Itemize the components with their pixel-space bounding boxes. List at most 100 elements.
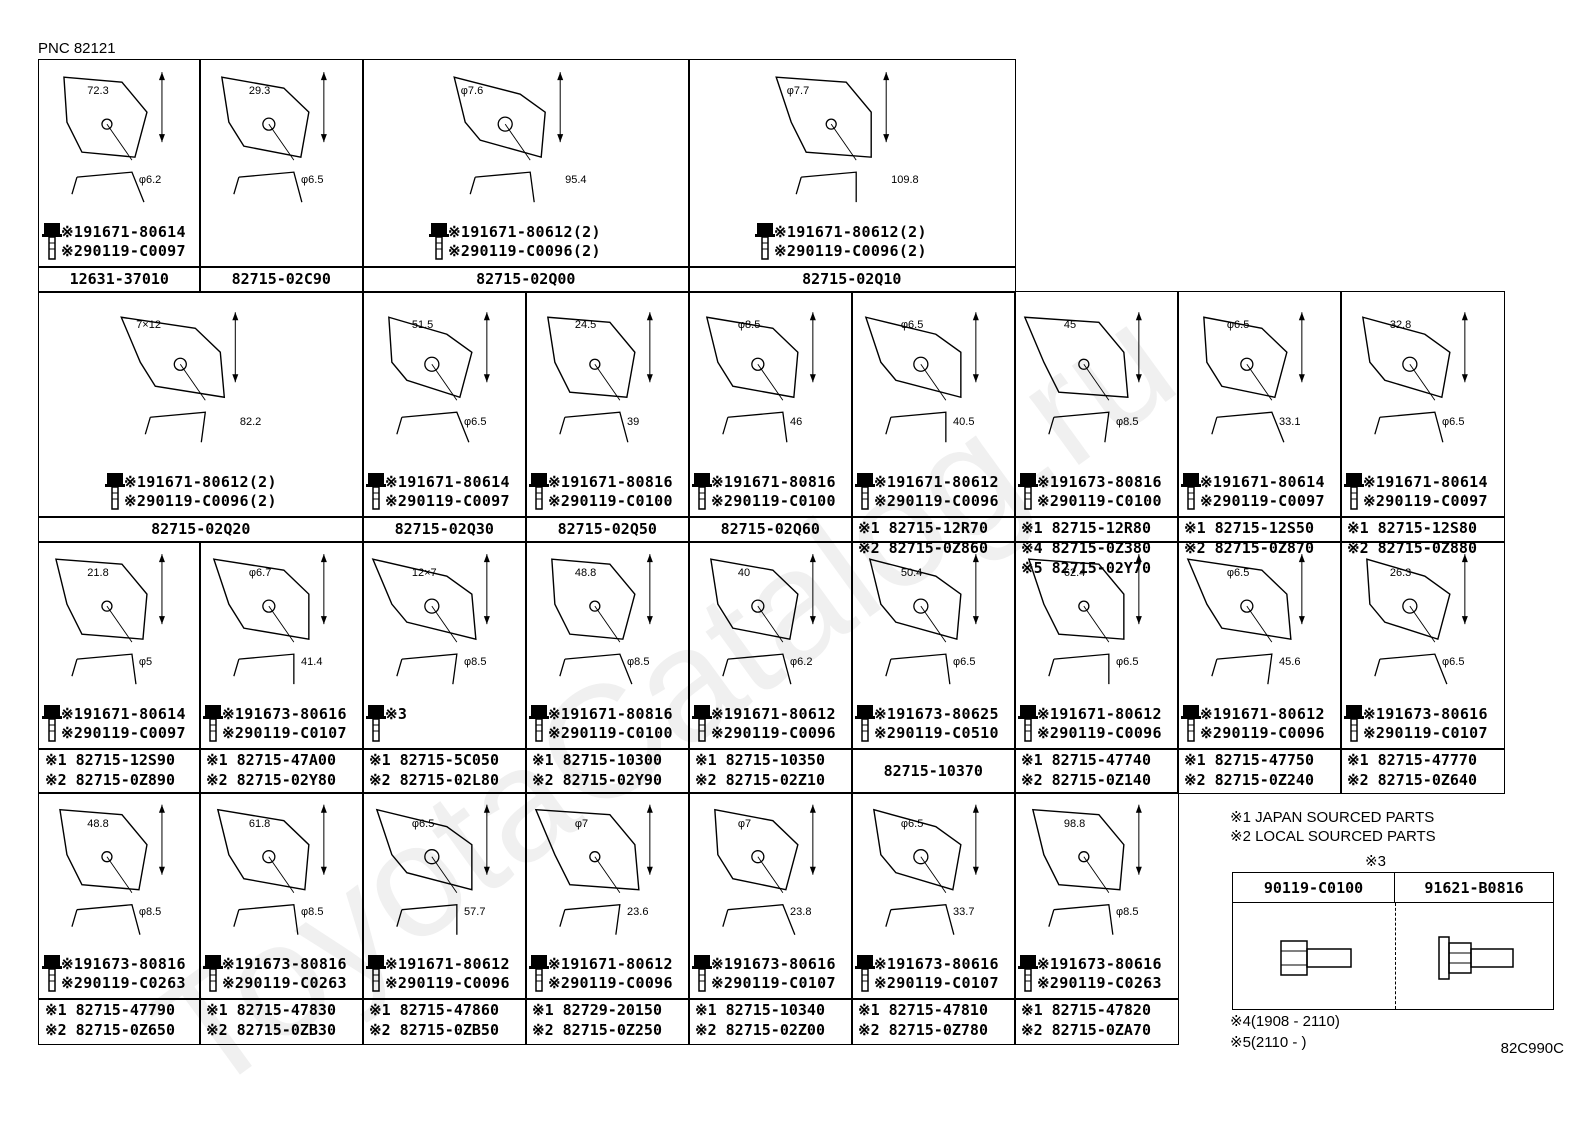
note-local: ※2 LOCAL SOURCED PARTS [1230, 828, 1436, 845]
bolt-part-number-1: ※191671-80816 [548, 705, 673, 723]
bolt-icon [692, 473, 712, 510]
bolt-icon [105, 473, 125, 510]
part-number-box: ※1 82715-47A00※2 82715-02Y80 [199, 748, 364, 794]
bolt-icon [855, 705, 875, 742]
part-number-box: 82715-02Q10 [688, 266, 1016, 293]
part-number-2: ※2 82715-02Z00 [695, 1021, 825, 1039]
part-number-1: ※1 82715-47820 [1021, 1001, 1151, 1019]
bolt-part-number-2: ※290119-C0096 [711, 724, 836, 742]
dimension-label: 109.8 [891, 173, 919, 186]
dimension-label: φ6.5 [953, 655, 976, 668]
dimension-label: φ6.5 [464, 415, 487, 428]
bolt-part-number-2: ※290119-C0096 [874, 492, 999, 510]
dimension-label: 82.2 [239, 415, 262, 428]
part-number-box: ※1 82715-10300※2 82715-02Y90 [525, 748, 690, 794]
dimension-label: 12×7 [411, 566, 437, 579]
part-number-box: ※1 82729-20150※2 82715-0Z250 [525, 998, 690, 1045]
part-number-2: ※2 82715-0ZB30 [206, 1021, 336, 1039]
bolt-part-number-2: ※290119-C0097 [385, 492, 510, 510]
dimension-label: 24.5 [574, 319, 597, 331]
bracket-drawing [63, 72, 165, 203]
dimension-label: 62.4 [1063, 566, 1086, 579]
bracket-drawing [388, 312, 490, 443]
bolt-icon [366, 705, 386, 742]
part-number-2: ※2 82715-0Z240 [1184, 771, 1314, 789]
bolt-part-number-1: ※191673-80616 [711, 955, 836, 973]
bolt-part-number-1: ※191673-80816 [1037, 473, 1162, 491]
part-number-box: ※1 82715-12R80※4 82715-0Z380※5 82715-02Y… [1014, 516, 1179, 577]
part-number-1: ※1 82715-12R80 [1021, 519, 1151, 537]
bolt-icon [429, 223, 449, 260]
part-number-box: ※1 82715-47820※2 82715-0ZA70 [1014, 998, 1179, 1045]
part-number-1: ※1 82715-12S50 [1184, 519, 1314, 537]
bolt-part-number-2: ※290119-C0100 [548, 492, 673, 510]
part-number-box: ※1 82715-12R70※2 82715-0Z860 [851, 516, 1016, 557]
part-number-box: 82715-02Q30 [362, 516, 527, 543]
part-number-1: ※1 82715-10300 [532, 751, 662, 769]
dimension-label: φ6.5 [900, 817, 924, 830]
dimension-label: 23.6 [627, 906, 649, 919]
part-number-box: 12631-37010 [38, 266, 201, 293]
part-number-box: 82715-02Q60 [688, 516, 853, 543]
note-ref5: ※5(2110 - ) [1230, 1034, 1307, 1051]
part-number-1: ※1 82729-20150 [532, 1001, 662, 1019]
dimension-label: φ6.5 [1442, 655, 1465, 668]
bolt-icon [1181, 473, 1201, 510]
part-number-box: ※1 82715-10340 ※2 82715-02Z00 [688, 998, 853, 1045]
bolt-part-number-1: ※191671-80612 [711, 705, 836, 723]
part-number: 82715-02Q30 [394, 520, 494, 539]
bolt-icon [529, 955, 549, 992]
part-number-box: ※1 82715-12S90※2 82715-0Z890 [38, 748, 201, 794]
part-number-1: ※1 82715-10340 [695, 1001, 825, 1019]
bolt-part-number-2: ※290119-C0097 [1363, 492, 1488, 510]
ref3-col2-header: 91621-B0816 [1395, 873, 1553, 903]
bolt-part-number-1: ※191671-80612(2) [448, 223, 601, 241]
dimension-label: 48.8 [574, 566, 597, 579]
bracket-drawing [1023, 312, 1142, 443]
dimension-label: 61.8 [248, 817, 271, 830]
dimension-label: 7×12 [136, 319, 161, 331]
bolt-part-number-2: ※290119-C0107 [874, 974, 999, 992]
bolt-part-number-1: ※191673-80816 [222, 955, 347, 973]
part-number: 12631-37010 [69, 270, 169, 289]
bolt-icon [366, 473, 386, 510]
dimension-label: φ6.5 [1442, 415, 1465, 428]
pnc-label: PNC 82121 [38, 40, 116, 57]
bolt-part-number-2: ※290119-C0107 [1363, 724, 1488, 742]
part-number-1: ※1 82715-47740 [1021, 751, 1151, 769]
part-number-1: ※1 82715-10350 [695, 751, 825, 769]
part-number-box: ※1 82715-47770※2 82715-0Z640 [1340, 748, 1505, 794]
bolt-icon [203, 955, 223, 992]
bracket-drawing [710, 554, 816, 685]
bolt-icon [855, 955, 875, 992]
bolt-part-number-2: ※290119-C0097 [61, 242, 186, 260]
part-number-box: ※1 82715-47750※2 82715-0Z240 [1177, 748, 1342, 794]
part-number-2: ※2 82715-02Z10 [695, 771, 825, 789]
notes: ※1 JAPAN SOURCED PARTS ※2 LOCAL SOURCED … [1230, 808, 1436, 871]
dimension-label: 46 [790, 415, 803, 428]
part-number-2: ※2 82715-0Z880 [1347, 539, 1477, 557]
ref3-table: 90119-C0100 91621-B0816 [1232, 872, 1554, 1010]
bolt-part-number-1: ※191671-80612 [385, 955, 510, 973]
bolt-part-number-1: ※191671-80614 [385, 473, 510, 491]
bolt-icon [1018, 955, 1038, 992]
dimension-label: 29.3 [248, 84, 271, 97]
dimension-label: φ7.6 [460, 84, 484, 97]
dimension-label: φ6.2 [790, 655, 813, 668]
bolt-icon [203, 705, 223, 742]
part-number: 82715-10370 [883, 761, 983, 780]
bolt-icon [42, 955, 62, 992]
